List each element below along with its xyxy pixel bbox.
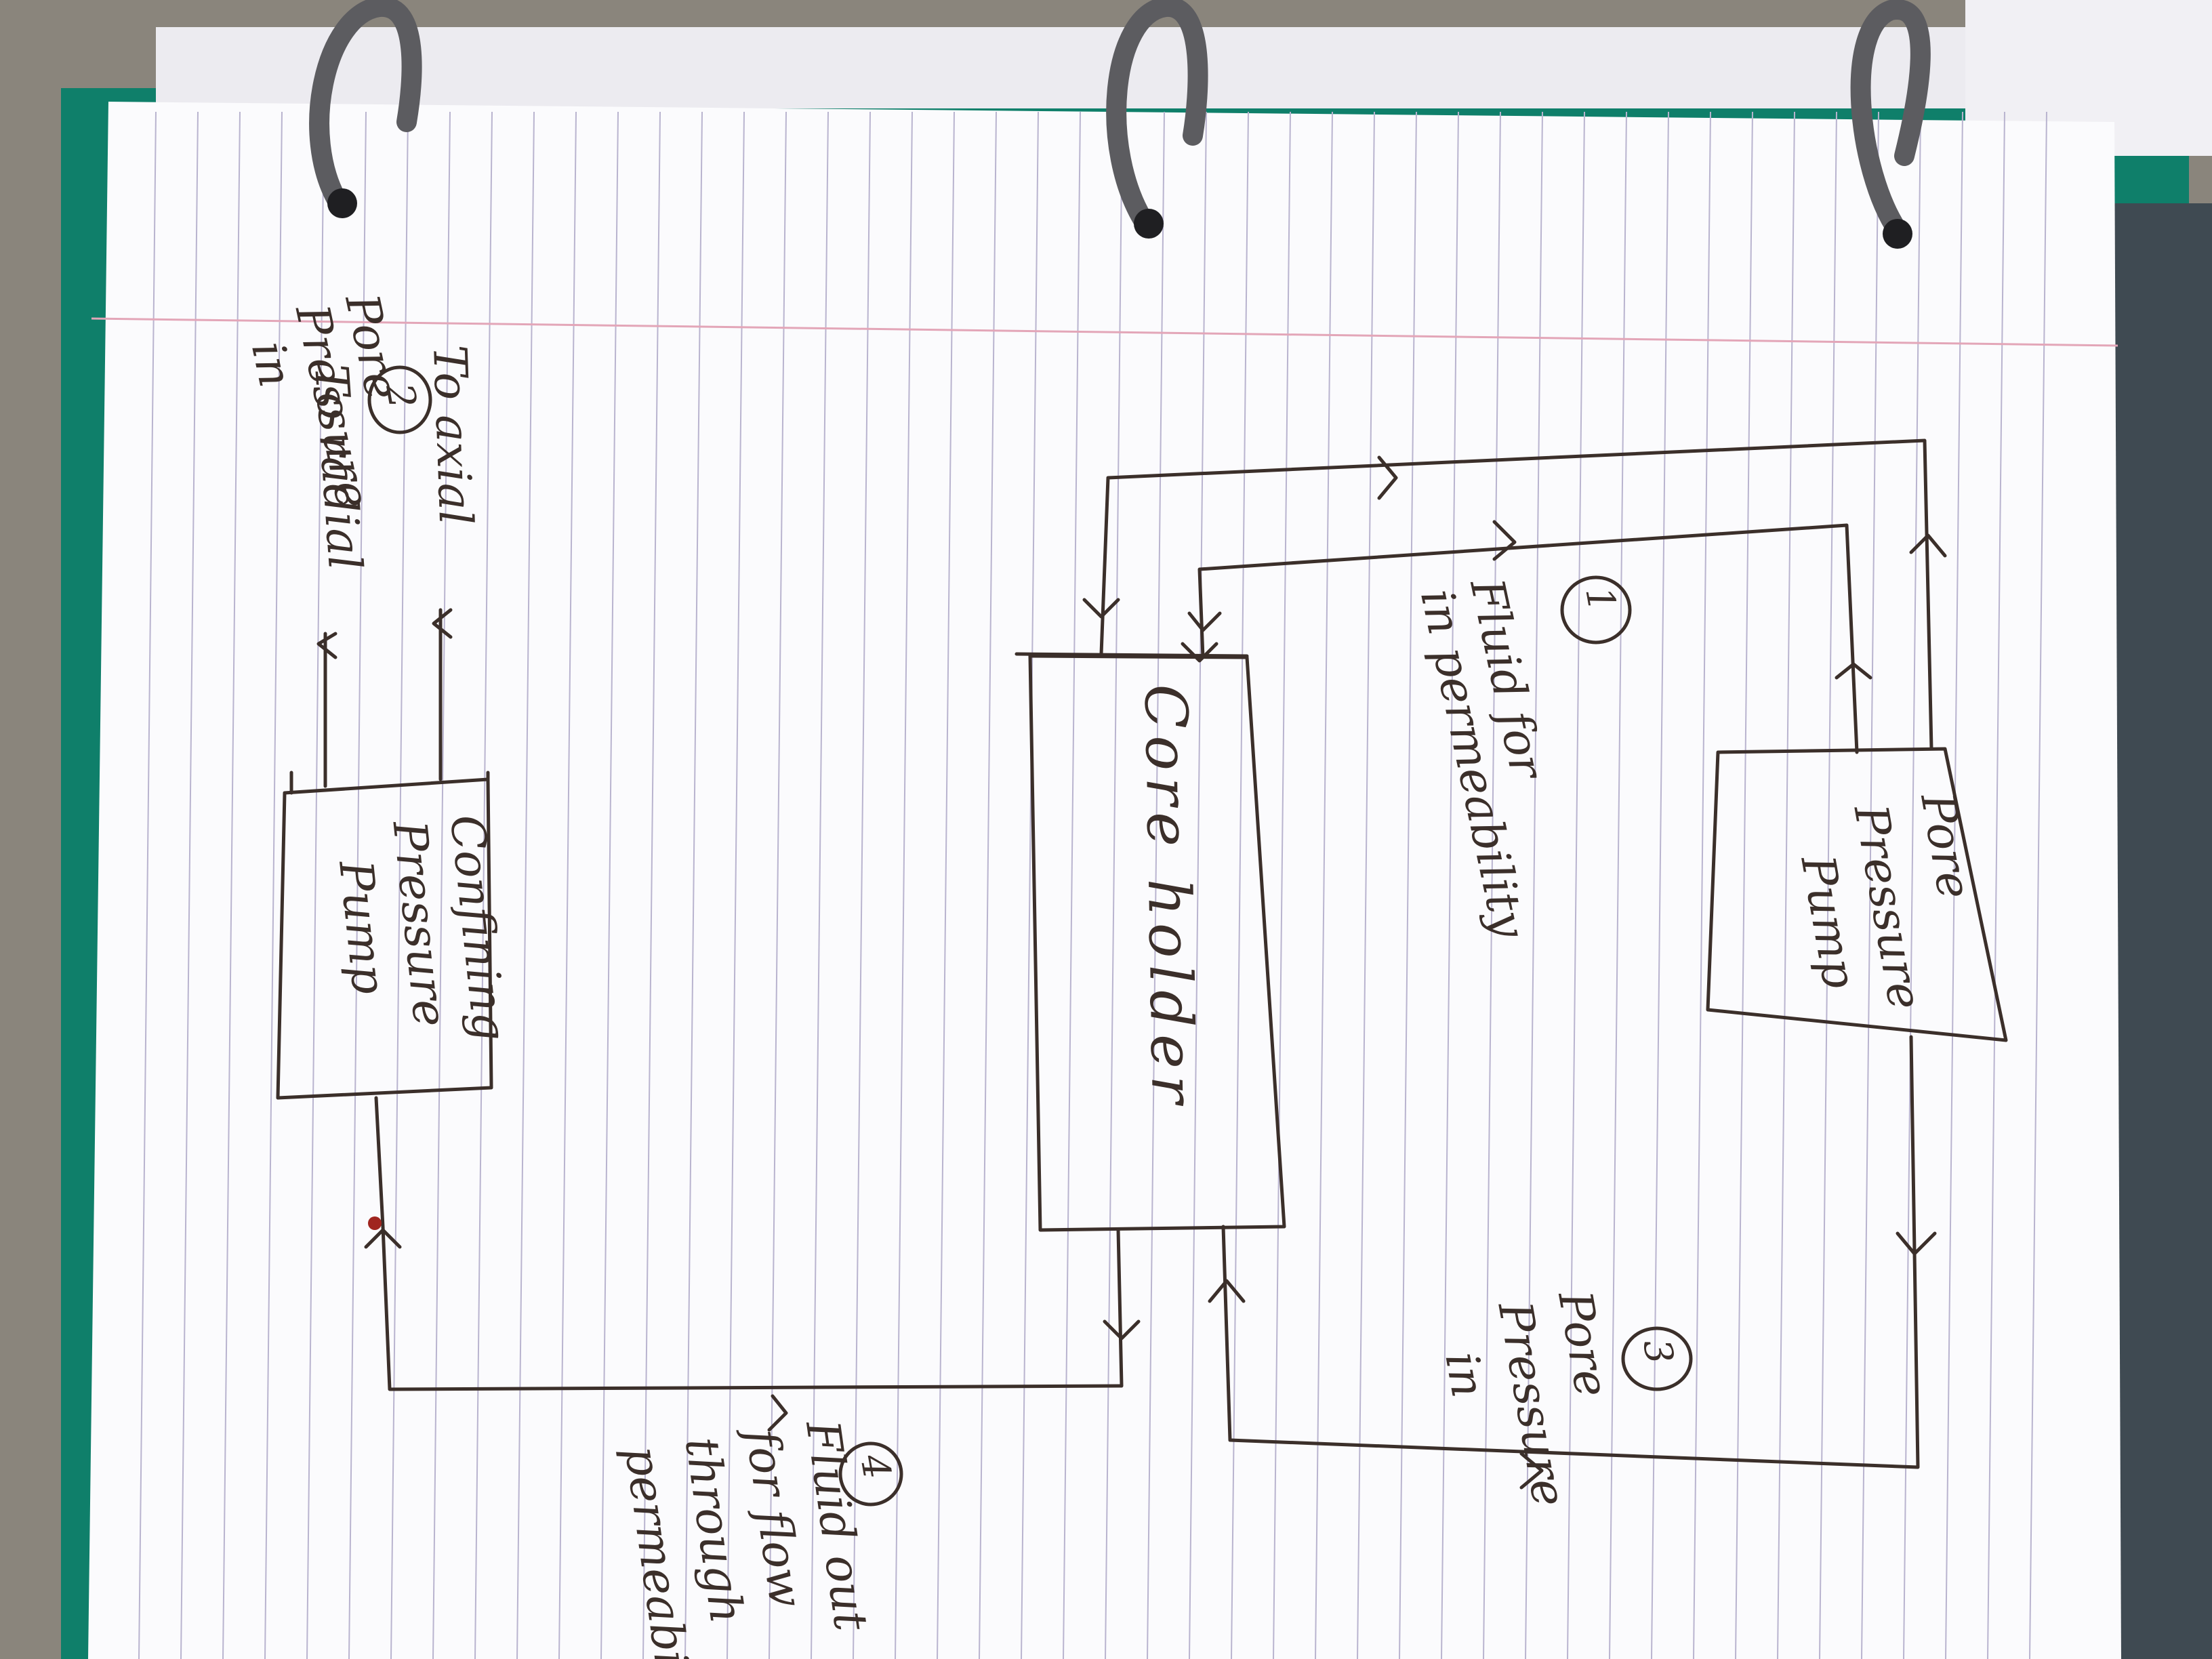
ruled-line bbox=[1987, 111, 2005, 1659]
ruled-line bbox=[1357, 111, 1375, 1659]
notebook-page bbox=[88, 102, 2121, 1659]
ruled-line bbox=[1063, 111, 1081, 1659]
ruled-line bbox=[853, 111, 871, 1659]
ruled-line bbox=[1105, 111, 1123, 1659]
ruled-line bbox=[684, 111, 703, 1659]
ruled-line bbox=[2029, 111, 2047, 1659]
ruled-line bbox=[1483, 111, 1501, 1659]
ruled-line bbox=[642, 111, 661, 1659]
ruled-line bbox=[1021, 111, 1039, 1659]
number-circles bbox=[367, 365, 1693, 1507]
ruled-line bbox=[1189, 111, 1207, 1659]
ruled-line bbox=[1273, 111, 1291, 1659]
ruled-line bbox=[474, 111, 493, 1659]
flow-arrows bbox=[316, 455, 1947, 1490]
ruled-line bbox=[937, 111, 955, 1659]
ring-left bbox=[309, 0, 422, 213]
ruled-line bbox=[222, 111, 241, 1659]
ring-middle bbox=[1106, 0, 1208, 234]
red-dot bbox=[368, 1216, 382, 1230]
ruled-line bbox=[1819, 111, 1837, 1659]
label-3-line3: in bbox=[1434, 1349, 1494, 1401]
ruled-line bbox=[558, 111, 577, 1659]
ruled-line bbox=[264, 111, 283, 1659]
ruled-line bbox=[1777, 111, 1795, 1659]
ruled-line bbox=[1735, 111, 1753, 1659]
ruled-line bbox=[979, 111, 997, 1659]
ruled-line bbox=[1399, 111, 1417, 1659]
ruled-line bbox=[516, 111, 535, 1659]
ruled-lines bbox=[138, 111, 2047, 1659]
ruled-line bbox=[1945, 111, 1963, 1659]
line-pore-in-2 bbox=[1099, 438, 1933, 751]
core-holder-label: Core holder bbox=[1131, 684, 1206, 1111]
schematic bbox=[276, 438, 2008, 1490]
ring-holes bbox=[327, 188, 1912, 249]
ruled-line bbox=[390, 111, 409, 1659]
confining-pump-box bbox=[276, 777, 493, 1100]
ruled-line bbox=[432, 111, 451, 1659]
ruled-line bbox=[1315, 111, 1333, 1659]
ruled-line bbox=[1903, 111, 1921, 1659]
to-axial-label: To axial bbox=[422, 344, 482, 526]
ruled-line bbox=[811, 111, 829, 1659]
ruled-line bbox=[1609, 111, 1627, 1659]
ruled-line bbox=[1693, 111, 1711, 1659]
ruled-line bbox=[1231, 111, 1249, 1659]
ring-right bbox=[1850, 0, 1931, 241]
paper-stack-back bbox=[156, 27, 2053, 108]
line-fluid-in-1 bbox=[1197, 523, 1859, 754]
binder-rings bbox=[309, 0, 1931, 241]
ruled-line bbox=[180, 111, 199, 1659]
ruled-line bbox=[1861, 111, 1879, 1659]
ruled-line bbox=[600, 111, 619, 1659]
ruled-line bbox=[1525, 111, 1543, 1659]
ruled-line bbox=[769, 111, 787, 1659]
line-fluid-out-4 bbox=[374, 1096, 1124, 1391]
ruled-line bbox=[348, 111, 367, 1659]
margin-line bbox=[91, 317, 2118, 347]
ruled-line bbox=[1441, 111, 1459, 1659]
ruled-line bbox=[1651, 111, 1669, 1659]
ruled-line bbox=[138, 111, 157, 1659]
ruled-line bbox=[1147, 111, 1165, 1659]
ruled-line bbox=[895, 111, 913, 1659]
ruled-line bbox=[306, 111, 325, 1659]
ruled-line bbox=[726, 111, 745, 1659]
ruled-line bbox=[1567, 111, 1585, 1659]
label-2-line3: in bbox=[241, 337, 302, 392]
pore-pump-box bbox=[1706, 747, 2008, 1042]
